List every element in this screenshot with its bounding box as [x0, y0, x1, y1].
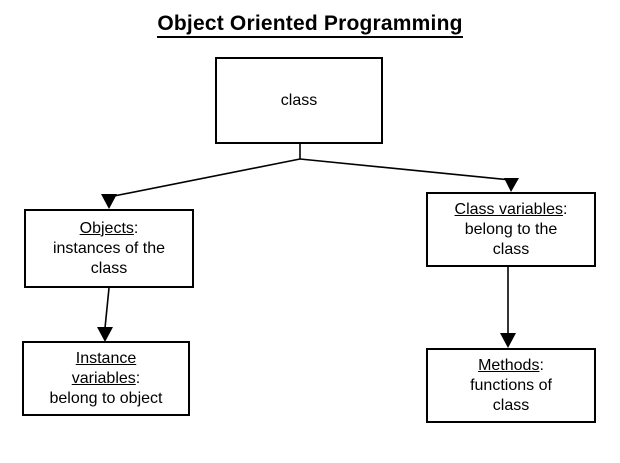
- page-title-text: Object Oriented Programming: [157, 12, 463, 38]
- node-instance-variables[interactable]: Instance variables: belong to object: [22, 341, 190, 416]
- node-instance-variables-heading-colon: :: [135, 369, 141, 387]
- node-methods-line-1: functions of: [470, 376, 552, 394]
- node-instance-variables-line-1: belong to object: [49, 389, 163, 407]
- node-class-variables-heading-colon: :: [563, 200, 568, 218]
- node-instance-variables-heading-line-2: variables:: [72, 369, 140, 389]
- arrowhead-icon: [97, 327, 113, 342]
- arrowhead-icon: [504, 178, 519, 192]
- arrowhead-icon: [500, 333, 516, 348]
- node-objects-heading: Objects:: [80, 219, 139, 239]
- node-objects-heading-colon: :: [133, 219, 139, 237]
- arrowhead-icon: [101, 194, 117, 209]
- edge-class-to-class-variables: [299, 158, 519, 192]
- edge-class-variables-to-methods: [500, 267, 516, 348]
- node-objects-line-1: instances of the: [52, 239, 166, 257]
- edge-objects-to-instance-variables: [97, 287, 113, 342]
- node-methods-heading-text: Methods: [478, 356, 540, 374]
- node-objects[interactable]: Objects: instances of the class: [24, 209, 194, 288]
- node-methods-line-2: class: [492, 396, 530, 414]
- node-class-variables[interactable]: Class variables: belong to the class: [426, 192, 596, 267]
- node-instance-variables-heading-text-1: Instance: [75, 349, 137, 367]
- node-objects-heading-text: Objects: [79, 219, 134, 237]
- node-objects-line-2: class: [90, 259, 128, 277]
- node-class-variables-line-2: class: [492, 240, 530, 258]
- node-class-variables-heading: Class variables:: [455, 200, 568, 220]
- edge-class-to-objects: [101, 143, 301, 209]
- node-instance-variables-heading-text-2: variables: [71, 369, 136, 387]
- node-methods[interactable]: Methods: functions of class: [426, 348, 596, 423]
- node-instance-variables-heading-line-1: Instance: [76, 349, 136, 369]
- node-class[interactable]: class: [215, 57, 383, 144]
- page-title: Object Oriented Programming: [0, 12, 620, 38]
- node-class-line-1: class: [280, 91, 318, 109]
- node-class-variables-heading-text: Class variables: [454, 200, 564, 218]
- node-class-variables-line-1: belong to the: [464, 220, 558, 238]
- node-methods-heading: Methods:: [478, 356, 544, 376]
- node-methods-heading-colon: :: [539, 356, 544, 374]
